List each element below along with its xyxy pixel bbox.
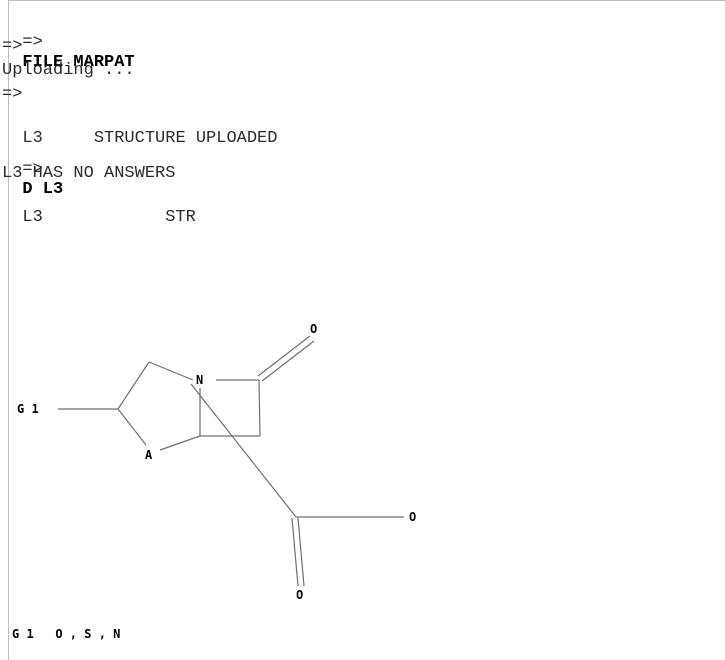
uploading-status: Uploading ... bbox=[2, 61, 135, 80]
atom-oxygen-right: O bbox=[409, 510, 416, 524]
atom-nitrogen: N bbox=[196, 373, 203, 387]
atom-g1: G 1 bbox=[17, 402, 39, 416]
prompt-line: => bbox=[2, 37, 23, 56]
answer-set-id: L3 bbox=[22, 208, 43, 227]
atom-oxygen-bottom: O bbox=[296, 588, 303, 602]
variable-group-definition: G 1 O , S , N bbox=[12, 627, 121, 641]
terminal-output-panel bbox=[8, 0, 725, 660]
command-text: D L3 bbox=[22, 180, 64, 199]
atom-oxygen-top: O bbox=[310, 322, 317, 336]
answer-set-id: L3 bbox=[22, 129, 43, 148]
prompt-line-file-marpat: => FILE MARPAT bbox=[2, 13, 135, 73]
prompt-symbol: => bbox=[22, 33, 43, 52]
prompt-symbol: => bbox=[22, 160, 43, 179]
structure-type-label: STR bbox=[165, 208, 196, 227]
structure-label-line: L3 STR bbox=[2, 188, 196, 228]
prompt-line-display: => D L3 bbox=[2, 140, 63, 200]
structure-uploaded-line: L3 STRUCTURE UPLOADED bbox=[2, 109, 277, 149]
command-text: FILE MARPAT bbox=[22, 53, 135, 72]
structure-uploaded-message: STRUCTURE UPLOADED bbox=[93, 129, 278, 148]
no-answers-message: L3 HAS NO ANSWERS bbox=[2, 164, 176, 183]
atom-a: A bbox=[145, 448, 153, 462]
prompt-line: => bbox=[2, 85, 23, 104]
